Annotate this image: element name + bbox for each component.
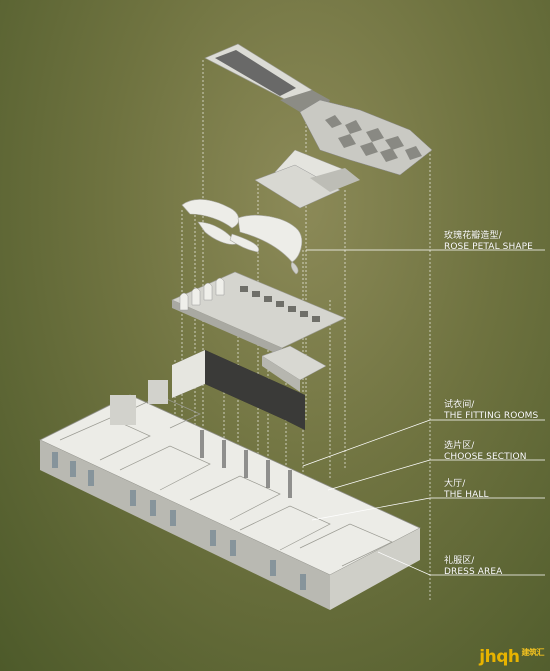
label-rose-petal-en: ROSE PETAL SHAPE	[444, 242, 533, 252]
label-rose-petal-cn: 玫瑰花瓣造型/	[444, 231, 502, 241]
label-the-hall: 大厅/ THE HALL	[444, 479, 489, 501]
label-fitting-rooms: 试衣间/ THE FITTING ROOMS	[444, 400, 538, 422]
label-choose-section-cn: 选片区/	[444, 441, 475, 451]
dark-wall-layer	[172, 350, 305, 430]
label-fitting-rooms-en: THE FITTING ROOMS	[444, 411, 539, 421]
leader-lines	[302, 249, 545, 576]
watermark-suffix: 建筑汇	[521, 648, 545, 657]
label-hall-cn: 大厅/	[444, 479, 466, 489]
upper-module-layer	[171, 271, 346, 392]
label-dress-area-cn: 礼服区/	[444, 556, 475, 566]
rose-petal-layer	[181, 199, 303, 275]
label-hall-en: THE HALL	[444, 490, 489, 500]
label-dress-area: 礼服区/ DRESS AREA	[444, 556, 502, 578]
roof-layer	[204, 43, 433, 209]
leader-line-dress-area	[377, 551, 545, 576]
base-floor-plan	[39, 380, 421, 610]
label-fitting-rooms-cn: 试衣间/	[444, 400, 475, 410]
label-rose-petal-shape: 玫瑰花瓣造型/ ROSE PETAL SHAPE	[444, 231, 533, 253]
label-choose-section-en: CHOOSE SECTION	[444, 452, 527, 462]
leader-line-fitting-rooms	[302, 419, 545, 467]
leader-line-hall	[311, 497, 545, 521]
leader-line-choose-section	[327, 459, 545, 491]
label-choose-section: 选片区/ CHOOSE SECTION	[444, 441, 527, 463]
label-dress-area-en: DRESS AREA	[444, 567, 503, 577]
watermark-text: jhqh	[479, 647, 520, 667]
